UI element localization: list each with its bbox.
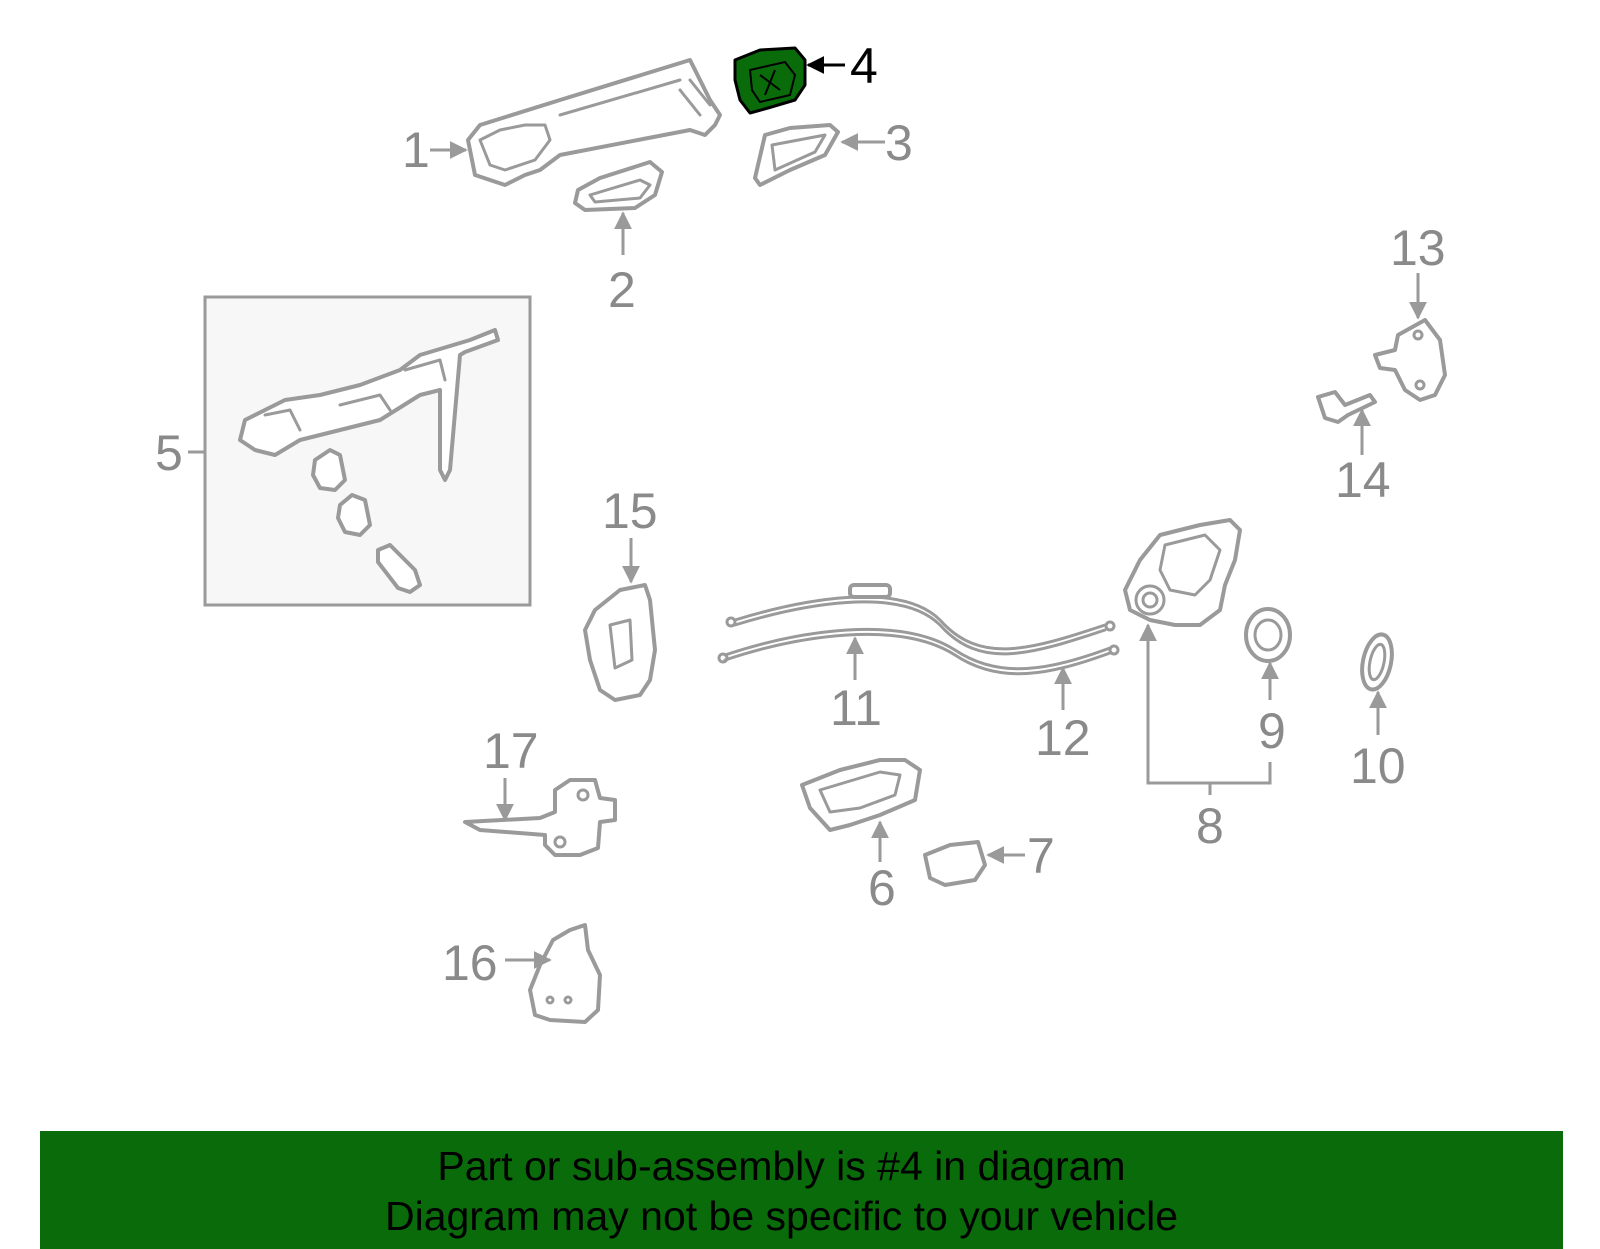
part-14-screw[interactable] (1316, 390, 1377, 424)
part-16-hinge[interactable] (528, 923, 602, 1024)
callout-7: 7 (1027, 828, 1055, 884)
part-15-bracket[interactable] (583, 583, 657, 702)
callout-15: 15 (602, 483, 658, 539)
callout-4: 4 (850, 38, 878, 94)
part-6-inside-handle[interactable] (800, 758, 922, 832)
part-7-bezel[interactable] (923, 840, 987, 887)
callout-12: 12 (1035, 710, 1091, 766)
callout-13: 13 (1390, 220, 1446, 276)
callout-3: 3 (885, 115, 913, 171)
callout-11: 11 (830, 680, 882, 736)
callout-10: 10 (1350, 738, 1406, 794)
part-11-12-cables[interactable] (717, 583, 1120, 676)
info-banner: Part or sub-assembly is #4 in diagram Di… (40, 1131, 1563, 1249)
leader-lines (188, 56, 1427, 969)
banner-line-1: Part or sub-assembly is #4 in diagram (437, 1143, 1126, 1189)
callout-17: 17 (483, 723, 539, 779)
part-2-handle-pad[interactable] (573, 160, 664, 212)
banner-line-2: Diagram may not be specific to your vehi… (384, 1193, 1178, 1239)
callout-1: 1 (402, 122, 430, 178)
callout-labels: 1 2 3 4 5 6 7 8 9 10 11 12 13 14 15 16 1… (155, 38, 1446, 991)
part-9-seal-ring[interactable] (1244, 607, 1292, 663)
callout-14: 14 (1335, 452, 1391, 508)
part-4-handle-cap-highlighted[interactable] (733, 46, 807, 115)
parts-diagram: 1 2 3 4 5 6 7 8 9 10 11 12 13 14 15 16 1… (155, 38, 1447, 1024)
callout-2: 2 (608, 262, 636, 318)
callout-16: 16 (442, 935, 498, 991)
callout-5: 5 (155, 425, 183, 481)
part-5-frame-assembly[interactable] (203, 295, 532, 607)
callout-9: 9 (1258, 703, 1286, 759)
callout-6: 6 (868, 860, 896, 916)
callout-8: 8 (1196, 798, 1224, 854)
part-3-cover[interactable] (753, 123, 840, 187)
part-10-grommet[interactable] (1357, 632, 1396, 693)
part-1-outside-handle[interactable] (466, 58, 722, 187)
part-13-striker[interactable] (1373, 318, 1447, 402)
part-17-hinge-check[interactable] (463, 778, 617, 857)
part-8-lock-assembly[interactable] (1123, 518, 1242, 627)
